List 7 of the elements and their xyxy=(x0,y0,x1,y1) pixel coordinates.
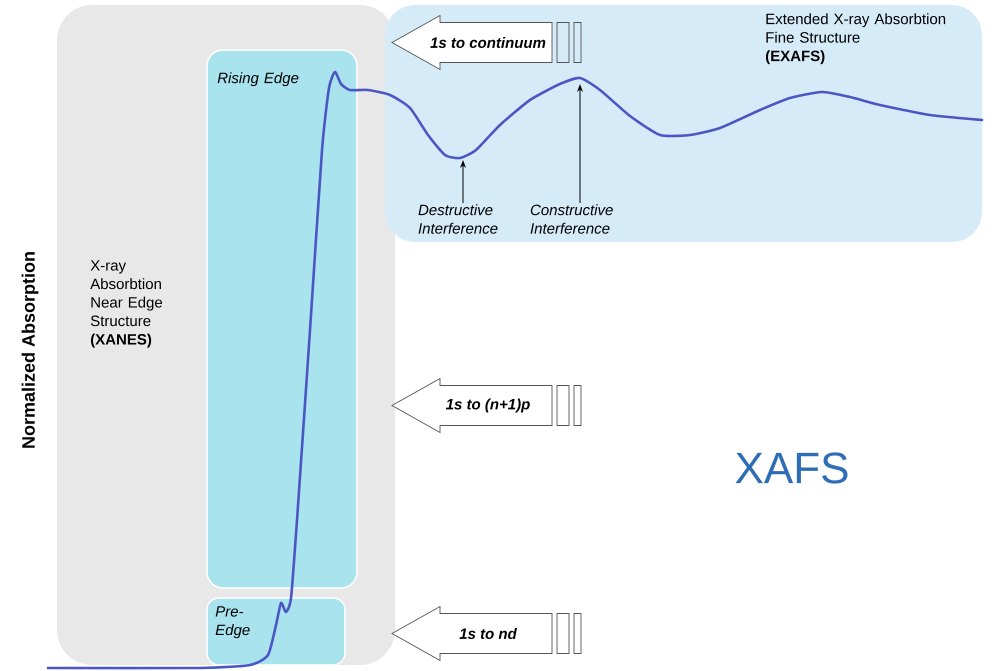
annotation-text: Constructive Interference xyxy=(530,204,613,234)
region-box: Rising Edge xyxy=(206,49,358,589)
node-label: 1s to nd xyxy=(459,628,517,640)
axis-label: Normalized Absorption xyxy=(22,252,38,448)
diagram-title: XAFS xyxy=(736,452,848,484)
region-box: Pre- Edge xyxy=(206,597,346,666)
annotation-text: Destructive Interference xyxy=(418,204,498,234)
